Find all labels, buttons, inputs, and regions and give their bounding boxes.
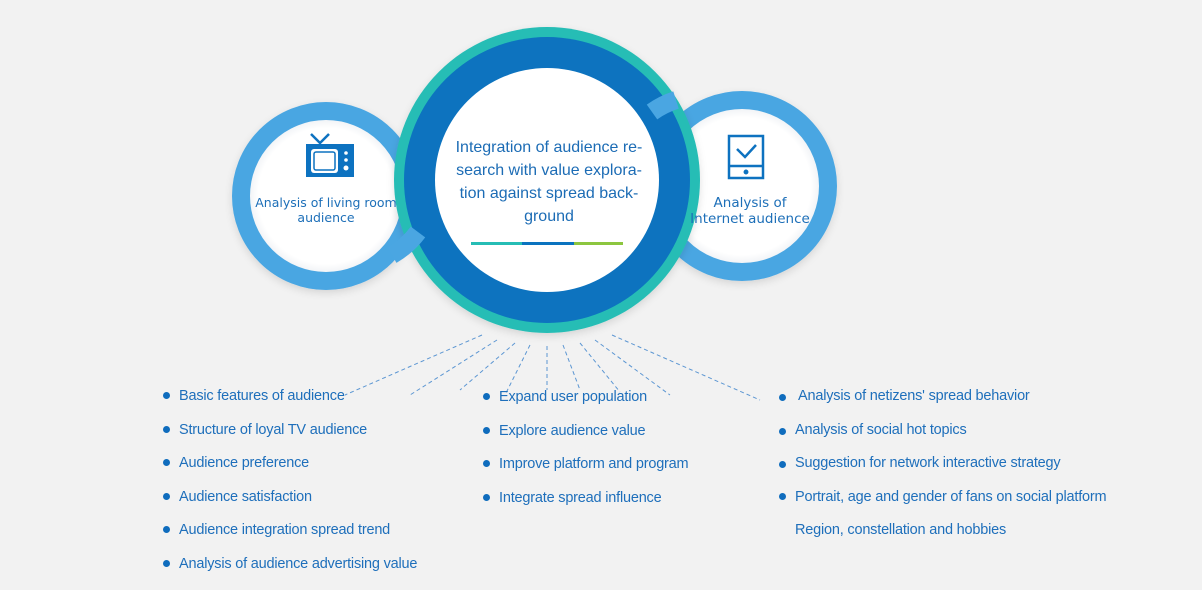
list-item-text: Explore audience value (499, 422, 646, 439)
list-item-text: Basic features of audience (179, 388, 345, 404)
center-circle (394, 27, 700, 333)
list-item-text: Audience satisfaction (179, 488, 312, 505)
center-title: Integration of audience re- search with … (446, 136, 652, 228)
connector-line (562, 344, 581, 391)
internet-analysis-list: Analysis of netizens' spread behavior An… (779, 386, 1107, 554)
bullet-icon (483, 460, 490, 467)
bullet-icon (483, 393, 490, 400)
list-item-text: Suggestion for network interactive strat… (795, 455, 1061, 471)
list-item-text: Analysis of netizens' spread behavior (795, 388, 1030, 404)
list-item: Analysis of audience advertising value (163, 554, 417, 588)
list-item-text: Portrait, age and gender of fans on soci… (795, 488, 1107, 505)
list-item: Expand user population (483, 387, 688, 421)
list-item-text: Audience integration spread trend (179, 522, 391, 538)
bullet-icon (779, 461, 786, 468)
bullet-icon (163, 425, 170, 433)
list-item-text: Integrate spread influence (499, 489, 662, 506)
list-item: Audience satisfaction (163, 487, 417, 521)
list-item-text: Audience preference (179, 455, 310, 471)
ring-overlap-right (646, 91, 680, 120)
center-title-line: search with value explora- (456, 162, 642, 179)
bullet-icon (163, 459, 170, 466)
list-item: Basic features of audience (163, 386, 417, 420)
center-title-line: tion against spread back- (459, 185, 639, 202)
list-item: Suggestion for network interactive strat… (779, 453, 1106, 487)
list-item-text: Structure of loyal TV audience (179, 421, 367, 438)
living-room-analysis-list: Basic features of audience Structure of … (163, 386, 417, 587)
bullet-icon (163, 392, 170, 399)
list-item: Analysis of social hot topics (779, 420, 1106, 454)
bullet-icon (163, 492, 170, 500)
connector-line (579, 342, 621, 393)
connector-line (459, 342, 516, 391)
list-item: Integrate spread influence (483, 488, 688, 522)
tv-icon (306, 133, 354, 177)
list-item: Region, constellation and hobbies (779, 520, 1106, 554)
connector-line (611, 334, 761, 401)
bullet-icon (163, 559, 170, 567)
accent-bar (471, 242, 623, 245)
left-label-line: audience (297, 210, 355, 225)
left-label-line: Analysis of living room (255, 195, 397, 210)
list-item: Portrait, age and gender of fans on soci… (779, 487, 1107, 521)
bullet-icon (483, 493, 490, 501)
bullet-icon (163, 526, 170, 533)
left-circle-label: Analysis of living room audience (248, 195, 404, 225)
right-circle-label: Analysis of Internet audience (680, 195, 820, 227)
bullet-icon (483, 426, 490, 434)
list-item: Audience preference (163, 453, 417, 487)
list-item-text: Analysis of social hot topics (795, 421, 967, 438)
list-item: Improve platform and program (483, 454, 689, 488)
list-item: Explore audience value (483, 421, 688, 455)
connector-line (504, 344, 531, 396)
center-title-line: Integration of audience re- (455, 139, 643, 156)
list-item: Analysis of netizens' spread behavior (779, 386, 1106, 420)
right-label-line: Internet audience (690, 211, 810, 228)
connector-line (409, 339, 498, 396)
bullet-icon (779, 492, 786, 500)
list-item: Structure of loyal TV audience (163, 420, 417, 454)
connector-lines (344, 334, 761, 401)
integration-goals-list: Expand user population Explore audience … (483, 387, 689, 522)
center-title-line: ground (524, 208, 574, 225)
list-item-text: Expand user population (499, 389, 647, 405)
bullet-icon (779, 427, 786, 435)
bullet-icon (779, 394, 786, 401)
tablet-check-icon (727, 134, 765, 180)
right-label-line: Analysis of (713, 195, 787, 211)
connector-line (344, 334, 483, 396)
list-item-text: Improve platform and program (499, 456, 689, 472)
list-item: Audience integration spread trend (163, 520, 417, 554)
ring-overlap-left (387, 226, 426, 263)
list-item-text: Analysis of audience advertising value (179, 555, 418, 572)
connector-line (594, 339, 671, 396)
list-item-text: Region, constellation and hobbies (795, 522, 1007, 538)
